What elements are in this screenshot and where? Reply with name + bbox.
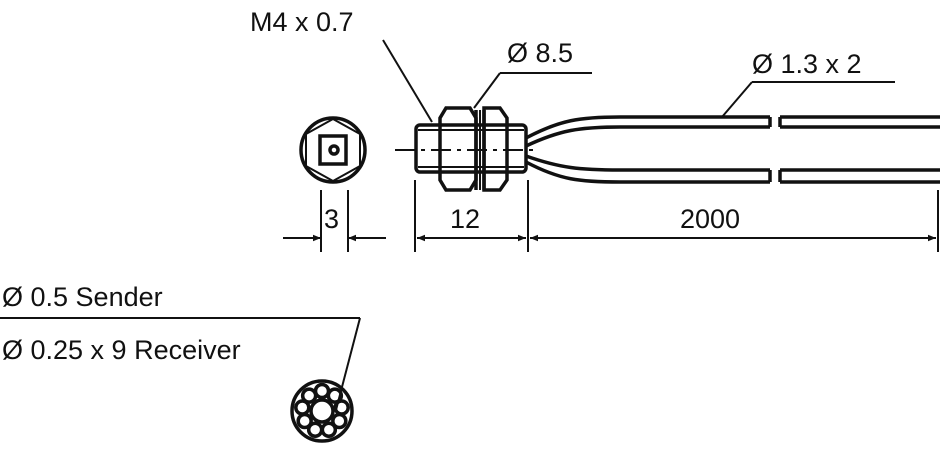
nut-diameter-label: Ø 8.5 (507, 38, 573, 68)
receiver-fiber (331, 412, 348, 430)
sensor-body (395, 106, 535, 192)
dimension-cable: 2000 (530, 190, 939, 252)
dim-cable-value: 2000 (680, 204, 740, 234)
receiver-fiber (306, 421, 324, 439)
dimension-body: 12 (414, 180, 529, 252)
receiver-label: Ø 0.25 x 9 Receiver (2, 335, 241, 365)
cables (525, 115, 940, 184)
thread-label: M4 x 0.7 (250, 7, 354, 37)
receiver-fiber (326, 387, 344, 404)
receiver-fiber (300, 387, 318, 404)
dim-body-value: 12 (450, 204, 480, 234)
sender-label: Ø 0.5 Sender (2, 282, 163, 312)
receiver-fiber (313, 382, 331, 400)
receiver-fiber (294, 399, 311, 416)
dimension-end: 3 (283, 190, 386, 252)
dim-end-value: 3 (324, 204, 339, 234)
cable-label: Ø 1.3 x 2 (752, 49, 862, 79)
receiver-fiber (320, 421, 338, 439)
end-view (299, 116, 367, 184)
receiver-fiber (296, 412, 313, 430)
fiber-cross-section (290, 379, 354, 443)
